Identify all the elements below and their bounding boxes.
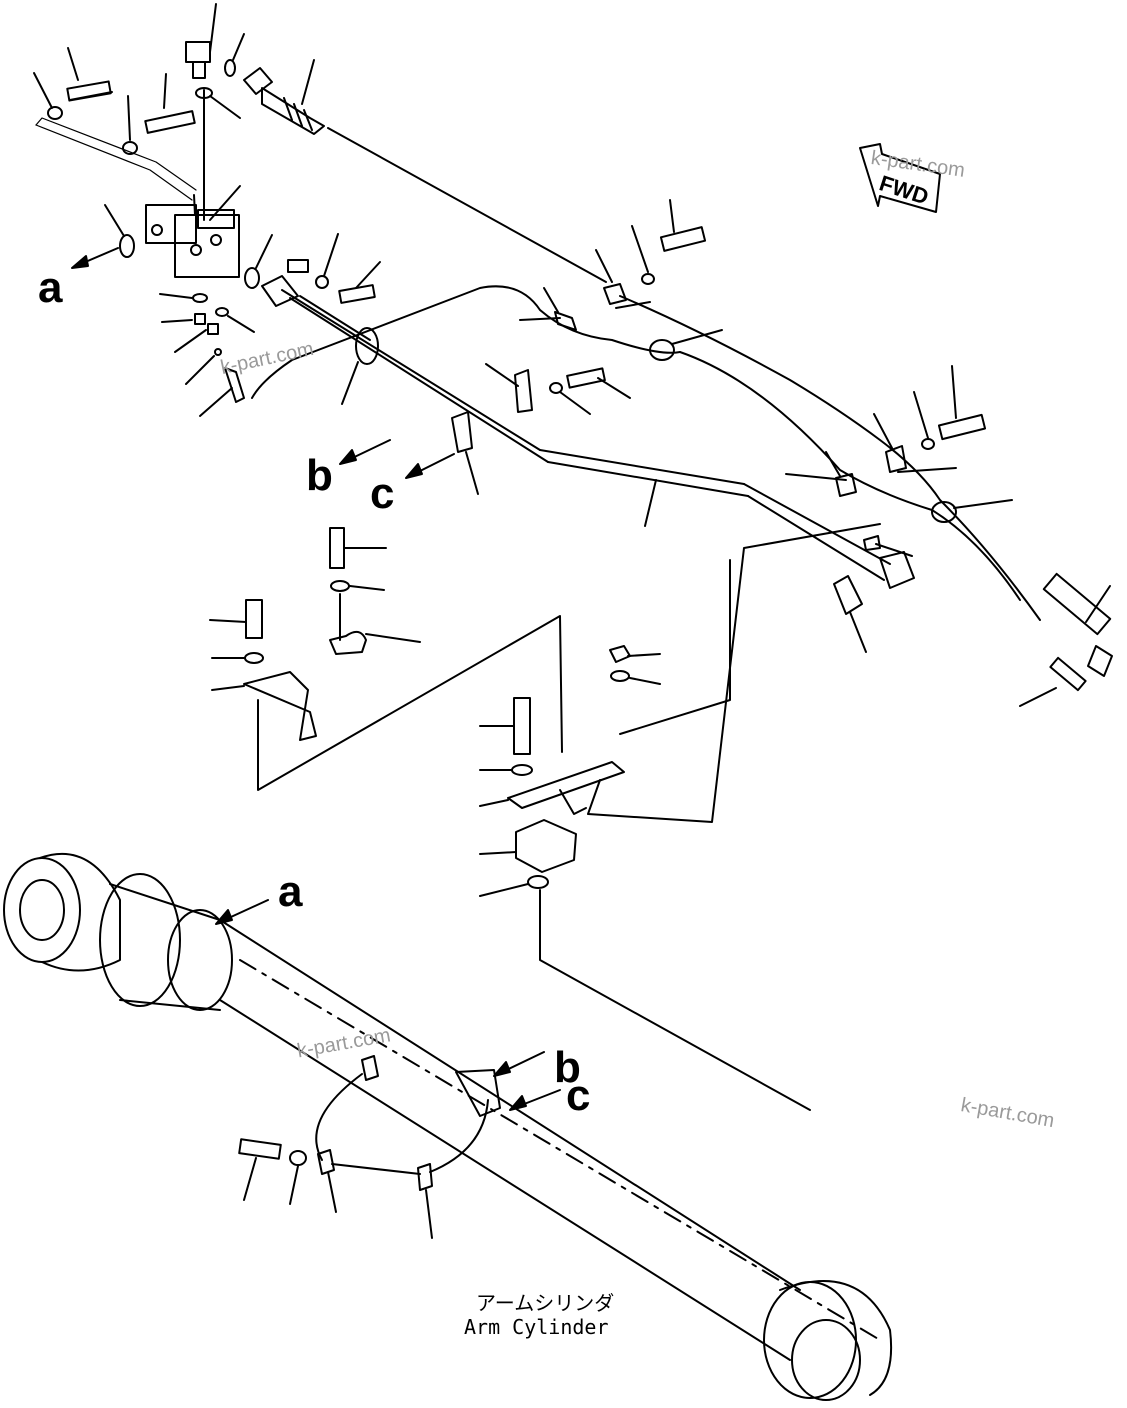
washer-upper-right	[631, 225, 655, 285]
small-clip-right	[863, 535, 913, 557]
bolt-center	[566, 367, 631, 399]
fwd-arrow-icon	[859, 143, 941, 213]
top-washer-mid	[122, 95, 138, 155]
clamp-right-upper	[873, 413, 957, 473]
top-bolt-mid	[144, 73, 196, 134]
caption-japanese: アームシリンダ	[476, 1291, 614, 1315]
watermark-2: k-part.com	[219, 338, 316, 379]
washer-tube	[315, 233, 339, 289]
plate-bracket	[479, 523, 881, 823]
block-bracket	[479, 819, 577, 873]
oring-left-valve	[104, 204, 135, 258]
caption-english: Arm Cylinder	[464, 1315, 609, 1339]
bracket-mid-b	[211, 615, 563, 791]
arrow-b-upper	[339, 439, 391, 465]
band-clamp-right	[931, 499, 1013, 523]
clamp-center-upper	[519, 287, 577, 331]
bolt-right	[937, 365, 987, 441]
callout-c-lower: c	[566, 1071, 590, 1120]
cylinder-band-left	[315, 1055, 379, 1213]
elbow-fitting	[185, 3, 217, 79]
cylinder-washer	[289, 1150, 307, 1205]
oring-under-elbow	[195, 87, 241, 119]
callout-b-lower: b	[554, 1043, 581, 1092]
arrow-a-upper	[71, 247, 119, 269]
callout-a-lower: a	[278, 867, 303, 916]
washer-right-bracket	[610, 670, 661, 685]
bolt-tube	[338, 261, 381, 304]
cylinder-band-right	[331, 1069, 501, 1239]
clip-c-right	[833, 575, 867, 653]
washer-mid-b	[211, 652, 264, 664]
bracket-center	[485, 363, 533, 413]
oring-top	[224, 33, 245, 77]
clamp-upper-right	[595, 249, 651, 309]
arrow-c-lower	[509, 1089, 561, 1111]
main-tube	[261, 259, 915, 589]
upper-hose	[243, 59, 681, 399]
arrow-a-lower	[215, 899, 269, 925]
oring-right-valve	[244, 234, 273, 289]
clamp-mid-a	[329, 593, 421, 655]
washer-right	[913, 391, 935, 450]
nut-right	[609, 645, 661, 663]
mount-outline	[35, 117, 197, 201]
washer-bracket	[479, 764, 533, 776]
bolt-mid-a	[329, 527, 387, 569]
callout-c-upper: c	[370, 469, 394, 518]
clamp-left-tube	[341, 327, 379, 405]
small-valve-parts	[159, 293, 255, 417]
watermark-3: k-part.com	[295, 1024, 392, 1062]
bolt-bracket	[479, 697, 531, 755]
top-washer-left	[33, 72, 63, 120]
top-bolt-left	[66, 47, 113, 102]
arrow-b-lower	[493, 1051, 545, 1077]
oring-bracket	[479, 875, 811, 1111]
bolt-upper-right	[659, 199, 707, 252]
clamp-right-hose	[785, 451, 857, 497]
clip-c-upper	[451, 411, 479, 495]
washer-center	[549, 382, 591, 415]
band-clamp-mid	[649, 329, 723, 361]
callout-a-upper: a	[38, 263, 63, 312]
cylinder-bolt	[238, 1138, 282, 1201]
arm-cylinder	[3, 852, 893, 1401]
lower-hose	[619, 295, 1113, 677]
bolt-mid-b	[209, 599, 263, 639]
arrow-c-upper	[405, 453, 455, 479]
washer-mid-a	[330, 580, 385, 592]
watermark-4: k-part.com	[959, 1094, 1056, 1132]
callout-b-upper: b	[306, 451, 333, 500]
safety-valve-block	[145, 89, 241, 278]
bolt-lower-right	[1019, 656, 1087, 707]
